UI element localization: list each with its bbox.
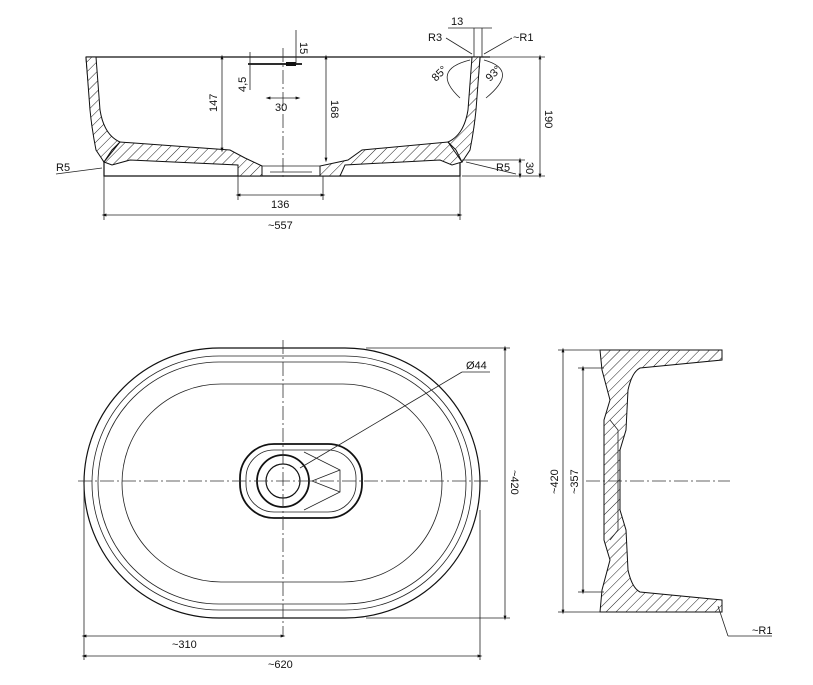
dim-30-drain-label: 30 (275, 102, 287, 114)
dim-620-label: ~620 (268, 659, 293, 671)
rim-inner-edge (91, 355, 473, 611)
dim-190-label: 190 (542, 110, 554, 128)
dim-r1-top-label: ~R1 (513, 32, 534, 44)
dim-d44-label: Ø44 (466, 360, 487, 372)
dim-168-label: 168 (328, 100, 340, 118)
dim-15-label: 15 (297, 42, 309, 54)
angle-85-arc (446, 59, 471, 99)
dim-r1-section-label: ~R1 (752, 625, 773, 637)
drain-facets (303, 451, 341, 511)
bottom-section-right (319, 141, 463, 177)
dim-4-5-label: 4,5 (237, 77, 249, 92)
bowl-edge (97, 361, 467, 605)
dim-557-label: ~557 (268, 220, 293, 232)
side-view: 15 4,5 30 147 168 13 R3 ~R1 85° 93° 190 (55, 16, 554, 232)
d44-leader (299, 371, 463, 469)
dim-30-base-label: 30 (523, 162, 535, 174)
angle-93-arc (483, 59, 503, 99)
dim-r3-label: R3 (428, 32, 442, 44)
bowl-bottom (121, 383, 443, 583)
dim-r5-left-label: R5 (56, 162, 70, 174)
bottom-section-left (103, 141, 263, 177)
dim-420-section-label: ~420 (549, 469, 561, 494)
section-wall (599, 349, 723, 613)
dim-420-top-label: ~420 (508, 470, 520, 495)
dim-310-label: ~310 (172, 639, 197, 651)
dim-85-label: 85° (430, 64, 450, 84)
section-view: ~420 ~357 ~R1 (549, 347, 773, 637)
dim-147-label: 147 (208, 94, 220, 112)
r1-leader (717, 605, 729, 637)
plug-cap (286, 62, 296, 66)
dim-r5-right-label: R5 (496, 162, 510, 174)
right-wall-section (447, 56, 481, 163)
dim-357-label: ~357 (569, 469, 581, 494)
top-view: Ø44 ~420 ~310 ~620 (78, 340, 520, 671)
dim-136-label: 136 (271, 199, 289, 211)
dim-13-label: 13 (451, 16, 463, 28)
left-wall-section (85, 56, 121, 163)
